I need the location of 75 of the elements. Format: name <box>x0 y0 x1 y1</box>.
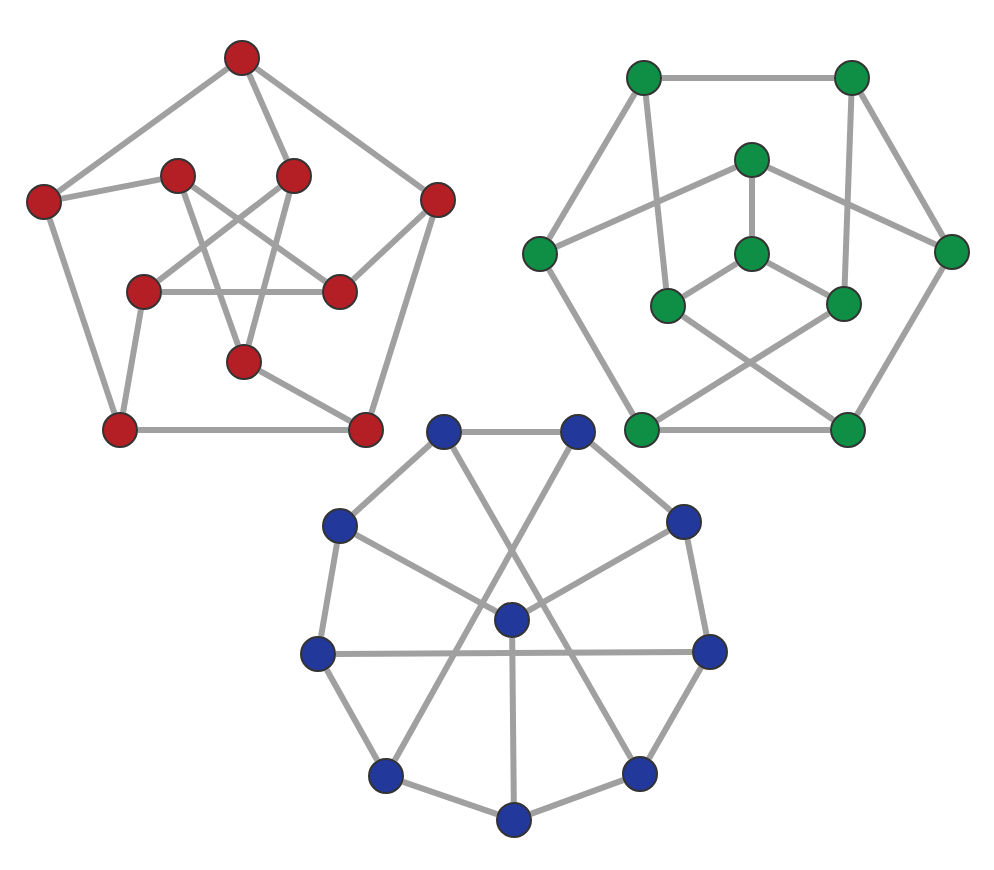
graph-edge <box>354 532 498 614</box>
graph-vertex <box>734 236 770 272</box>
graph-edge <box>546 91 638 241</box>
graph-vertex <box>160 158 196 194</box>
graph-edge <box>555 164 737 250</box>
graph-edge <box>324 668 380 762</box>
graph-edge <box>509 637 517 803</box>
graph-edge <box>546 268 636 416</box>
graph-edge <box>646 666 704 760</box>
graph-edge <box>351 441 433 517</box>
graph-vertex <box>322 508 358 544</box>
graph-edge <box>681 313 835 423</box>
graph-vertex <box>224 40 260 76</box>
graph-edge <box>684 539 710 635</box>
graph-edge <box>336 649 692 657</box>
graph-edge <box>368 216 436 414</box>
graph-vertex <box>650 288 686 324</box>
graph-edge <box>662 75 834 81</box>
graph-edge <box>660 427 830 433</box>
graph-vertex <box>102 412 138 448</box>
graph-edge <box>245 192 293 346</box>
graph-vertex <box>494 602 530 638</box>
graph-edge <box>190 184 328 284</box>
graph-vertex <box>126 274 162 310</box>
graph-vertex <box>934 234 970 270</box>
graph-vertex <box>426 414 462 450</box>
graph-edge <box>858 92 946 238</box>
graph-edge <box>767 164 937 248</box>
graph-edge <box>402 779 498 817</box>
graph-vertex <box>692 634 728 670</box>
graph-edge <box>450 446 634 760</box>
graph-vertex <box>496 802 532 838</box>
graph-edge <box>529 777 625 817</box>
graph-vertex <box>420 182 456 218</box>
graph-edge <box>589 441 673 513</box>
graph-edge <box>351 210 427 282</box>
graph-vertex <box>522 236 558 272</box>
graph-vertex <box>226 344 262 380</box>
graph-edge <box>258 368 352 424</box>
graph-edge <box>138 427 348 433</box>
graph-edge <box>854 266 946 416</box>
graph-edge <box>526 528 670 614</box>
graph-vertex <box>622 756 658 792</box>
graph-edge <box>120 309 144 413</box>
graph-edge <box>749 178 755 236</box>
graph-edge <box>46 218 118 414</box>
graph-vertex <box>300 636 336 672</box>
graph-edge <box>681 260 739 300</box>
graph-edge <box>841 95 855 287</box>
graph-edge <box>766 259 830 299</box>
graph-vertex <box>666 504 702 540</box>
graph-vertex <box>626 60 662 96</box>
graph-edge <box>162 289 322 295</box>
graph-vertex <box>734 142 770 178</box>
graph-vertex <box>560 414 596 450</box>
graph-edge <box>156 184 282 284</box>
graph-vertex <box>834 60 870 96</box>
graph-vertex <box>826 286 862 322</box>
graph-vertex <box>348 412 384 448</box>
graph-edge <box>254 66 426 192</box>
graph-edge <box>462 429 560 435</box>
graph-edge <box>181 191 241 347</box>
graph-edge <box>655 311 831 423</box>
graph-edge <box>61 176 161 202</box>
graph-edge <box>56 66 230 194</box>
graph-vertex <box>624 412 660 448</box>
graph-vertex <box>368 758 404 794</box>
graph-edge <box>642 95 670 289</box>
graph-vertex <box>26 184 62 220</box>
graph-edge <box>246 73 290 161</box>
graph-vertex <box>276 158 312 194</box>
graph-edge <box>318 543 340 637</box>
graph-vertex <box>322 274 358 310</box>
graph-vertex <box>830 412 866 448</box>
graph-edge <box>392 446 572 762</box>
